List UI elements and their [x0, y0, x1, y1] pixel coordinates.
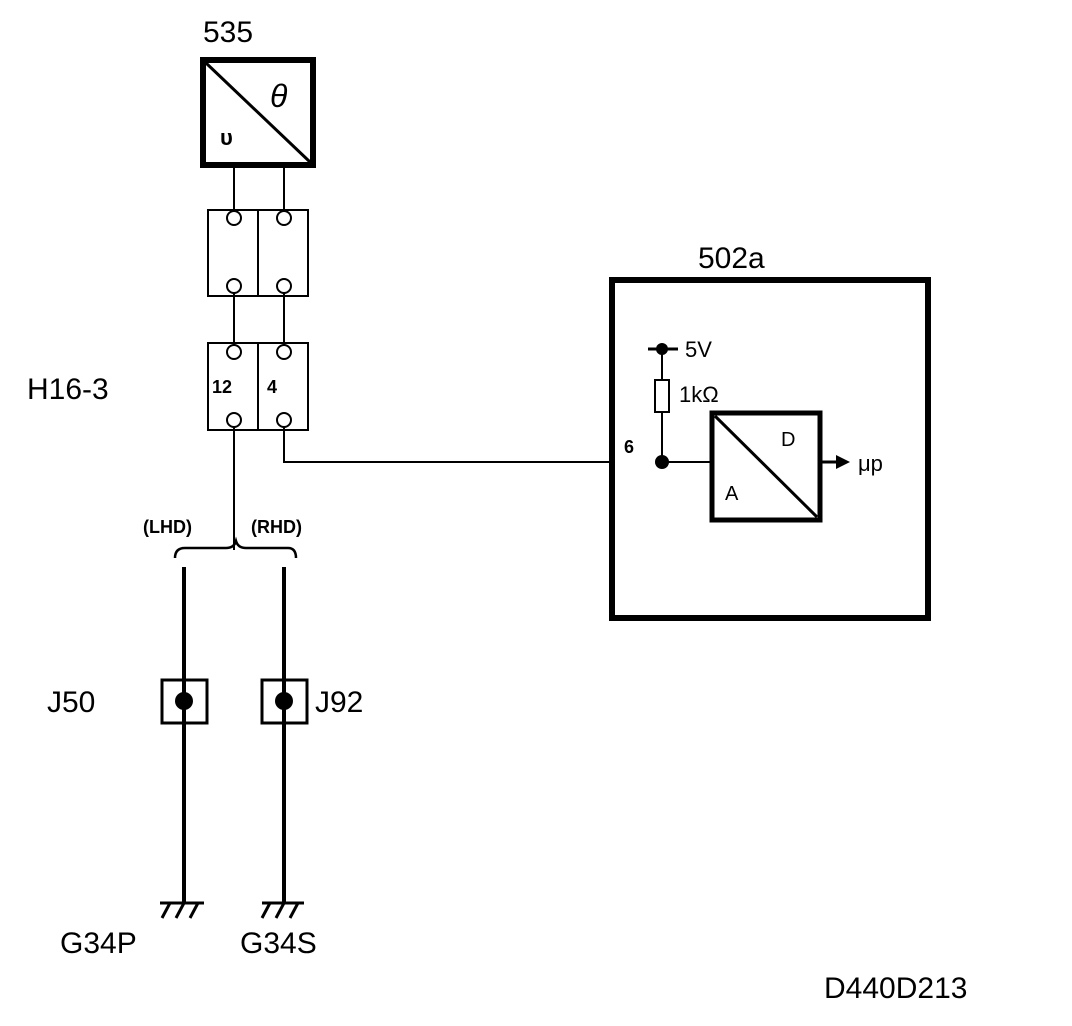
variant-rhd-label: (RHD) — [251, 517, 302, 537]
ad-converter-diagonal — [713, 414, 819, 519]
module-id-label: 502a — [698, 242, 765, 275]
pin-terminal — [276, 210, 292, 226]
pin-terminal — [226, 344, 242, 360]
ground-label-g34s: G34S — [240, 927, 317, 960]
sensor-diagonal — [204, 61, 312, 164]
pin-terminal — [226, 210, 242, 226]
ad-converter-box — [709, 410, 823, 523]
pin-number-12: 12 — [212, 377, 232, 397]
variant-brace: (LHD) (RHD) — [143, 517, 302, 559]
sensor-id-label: 535 — [203, 16, 253, 49]
ground-branch-rhd: J92 G34S — [240, 567, 363, 960]
pin-terminal — [226, 278, 242, 294]
module-pin-6: 6 — [624, 437, 634, 457]
connector-h16-3: H16-3 12 4 — [27, 342, 309, 431]
module-box — [609, 277, 931, 621]
pin-terminal — [276, 278, 292, 294]
variant-lhd-label: (LHD) — [143, 517, 192, 537]
ground-branch-lhd: J50 G34P — [47, 567, 209, 960]
microprocessor-label: μp — [858, 451, 883, 476]
pin-terminal — [226, 412, 242, 428]
junction-label-j92: J92 — [315, 686, 363, 719]
pin-terminal — [276, 344, 292, 360]
ground-icon — [260, 901, 304, 919]
connector-links — [233, 293, 285, 346]
converter-digital-label: D — [781, 429, 795, 451]
pin-number-4: 4 — [267, 377, 277, 397]
junction-box — [160, 678, 209, 725]
sensor-output-symbol: θ — [270, 78, 288, 114]
arrow-right-icon — [836, 455, 850, 469]
sensor-box — [200, 57, 316, 168]
resistor-value-label: 1kΩ — [679, 382, 719, 407]
junction-dot — [175, 692, 193, 710]
pin-terminal — [276, 412, 292, 428]
ground-icon — [160, 901, 204, 919]
resistor-icon — [654, 379, 670, 413]
junction-label-j50: J50 — [47, 686, 95, 719]
connector-id-label: H16-3 — [27, 373, 109, 406]
drawing-id-label: D440D213 — [824, 972, 967, 1005]
brace-icon — [173, 536, 298, 559]
sensor-leads — [233, 165, 285, 210]
junction-box — [260, 678, 309, 725]
junction-dot — [275, 692, 293, 710]
sensor-input-symbol: υ — [220, 125, 233, 150]
supply-voltage-label: 5V — [685, 337, 712, 362]
ground-label-g34p: G34P — [60, 927, 137, 960]
signal-wire — [283, 427, 612, 463]
converter-analog-label: A — [725, 483, 739, 505]
inline-connector-upper — [207, 209, 309, 297]
module-502a: 502a 6 5V 1kΩ D A μp — [609, 242, 931, 621]
sensor-535: 535 θ υ — [200, 16, 316, 168]
